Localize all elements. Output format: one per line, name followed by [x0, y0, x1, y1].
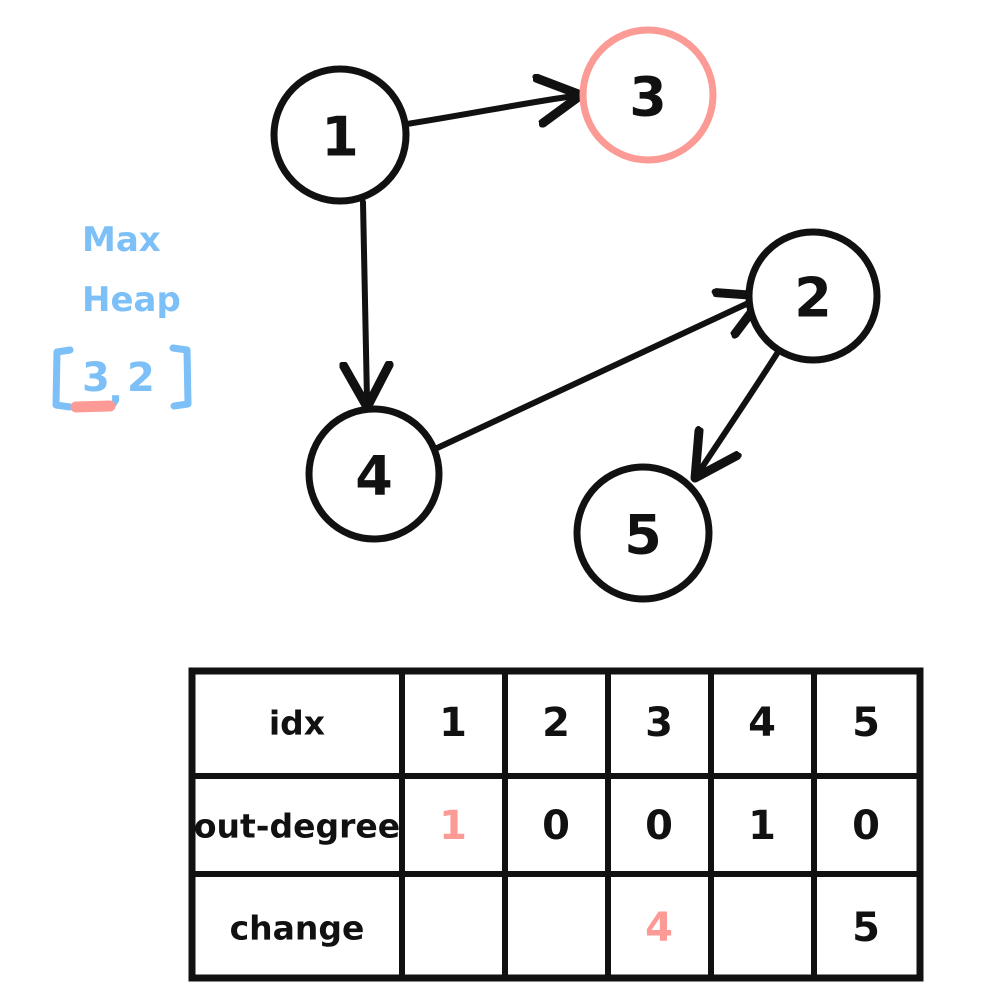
table-row-label-out-degree: out-degree [194, 807, 400, 846]
table-row-out-degree: out-degree 1 0 0 1 0 [194, 803, 880, 849]
table-cell-idx-3: 3 [645, 700, 673, 746]
table-cell-idx-1: 1 [439, 700, 467, 746]
table-cell-change-3: 4 [645, 905, 673, 951]
table-cell-outdegree-4: 1 [748, 803, 776, 849]
out-degree-table: idx 1 2 3 4 5 out-degree 1 0 0 1 0 chang… [188, 667, 924, 982]
max-heap-title-line1: Max [82, 220, 161, 260]
max-heap-annotation: Max Heap 3 , 2 [52, 220, 192, 413]
table-row-idx: idx 1 2 3 4 5 [269, 700, 880, 746]
node-4-label: 4 [355, 445, 393, 508]
node-4-circle[interactable] [305, 405, 443, 543]
node-1-label: 1 [321, 106, 359, 169]
table-row-label-change: change [230, 909, 365, 948]
graph-node-3[interactable]: 3 [579, 26, 717, 164]
table-row-change: change 4 5 [230, 905, 880, 951]
table-cell-outdegree-5: 0 [852, 803, 880, 849]
graph-edges [363, 96, 781, 472]
table-row-label-idx: idx [269, 704, 325, 743]
graph-node-5[interactable]: 5 [573, 463, 713, 603]
node-2-label: 2 [794, 267, 832, 330]
table-cell-idx-4: 4 [748, 700, 776, 746]
max-heap-title-line2: Heap [82, 280, 181, 320]
node-5-label: 5 [624, 504, 662, 567]
graph-nodes: 1 3 2 4 5 [270, 26, 881, 603]
table-outer-border [188, 667, 924, 982]
edge-4-to-2 [432, 299, 757, 452]
node-5-circle[interactable] [573, 463, 713, 603]
edge-2-to-5 [699, 349, 781, 472]
node-1-circle[interactable] [270, 65, 410, 205]
heap-bracket-open-icon [52, 346, 74, 411]
table-cell-idx-5: 5 [852, 700, 880, 746]
table-cell-outdegree-3: 0 [645, 803, 673, 849]
heap-selected-underline [70, 400, 116, 413]
graph-node-2[interactable]: 2 [745, 228, 881, 364]
table-cell-outdegree-2: 0 [542, 803, 570, 849]
table-cell-change-5: 5 [852, 905, 880, 951]
node-3-circle[interactable] [579, 26, 717, 164]
node-2-circle[interactable] [745, 228, 881, 364]
max-heap-array: 3 , 2 [52, 344, 192, 413]
node-3-label: 3 [629, 66, 667, 129]
edge-1-to-3 [404, 96, 574, 124]
table-cell-outdegree-1: 1 [439, 803, 467, 849]
graph-node-1[interactable]: 1 [270, 65, 410, 205]
heap-bracket-close-icon [169, 344, 192, 410]
heap-item-0: 3 [82, 355, 110, 401]
heap-item-1: 2 [127, 355, 155, 401]
edge-1-to-4 [363, 199, 367, 400]
table-cell-idx-2: 2 [542, 700, 570, 746]
graph-node-4[interactable]: 4 [305, 405, 443, 543]
